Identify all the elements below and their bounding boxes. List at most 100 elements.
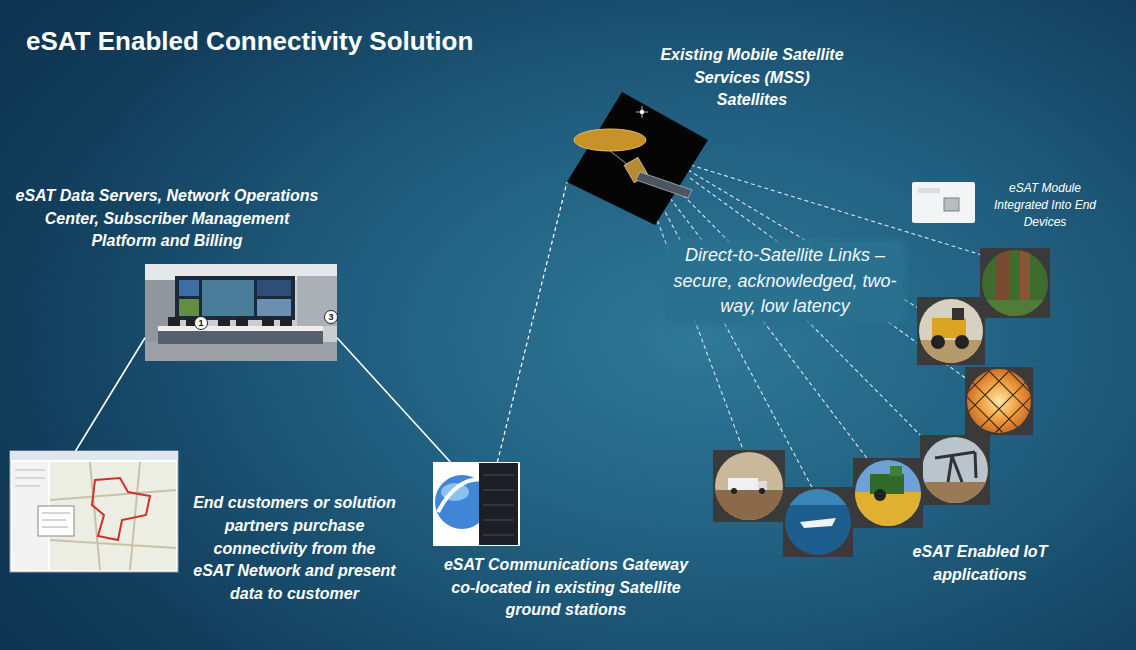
operations-center-photo-part bbox=[175, 276, 295, 320]
pump-jack-picture-part-part bbox=[920, 482, 990, 505]
gateway-node: eSAT Communications Gateway co-located i… bbox=[433, 462, 520, 546]
loader-picture-part-part bbox=[955, 335, 969, 349]
slide-title: eSAT Enabled Connectivity Solution bbox=[26, 24, 586, 58]
operations-center-photo-part bbox=[145, 264, 337, 361]
loader-picture bbox=[917, 297, 985, 365]
tracking-map-screenshot-part bbox=[42, 520, 66, 521]
connector-line bbox=[76, 338, 145, 451]
harvester-picture-part-part bbox=[853, 492, 923, 528]
tracking-map-screenshot-part bbox=[42, 513, 70, 514]
callout-number: 1 bbox=[195, 317, 207, 329]
tracking-map-screenshot bbox=[10, 451, 178, 572]
operations-center-photo-part bbox=[195, 317, 208, 330]
pump-jack-picture-part bbox=[920, 435, 990, 505]
tree-picture-part-part bbox=[980, 300, 1050, 320]
harvester-picture-part-part bbox=[870, 474, 904, 494]
operations-center-photo-part bbox=[179, 280, 199, 296]
truck-picture-part bbox=[713, 450, 785, 522]
boat-picture-part-part bbox=[800, 518, 836, 528]
boat-picture-part-part bbox=[783, 487, 853, 505]
satellite-link-lines-part bbox=[670, 198, 872, 465]
loader-picture-part-part bbox=[917, 297, 985, 365]
truck-picture-part-part bbox=[713, 450, 785, 522]
truck-picture-part bbox=[713, 450, 785, 522]
esat-module-picture-part bbox=[944, 198, 959, 211]
truck-picture-part-part bbox=[713, 490, 785, 522]
gateway-server-icon-part bbox=[483, 490, 514, 491]
gateway-server-icon-part bbox=[433, 462, 520, 546]
node-caption-wrap: End customers or solution partners purch… bbox=[192, 492, 397, 606]
operations-center-photo-part bbox=[202, 280, 254, 316]
loader-picture-part bbox=[917, 297, 985, 365]
esat-module-picture-part bbox=[918, 188, 940, 193]
node-caption-wrap: Existing Mobile Satellite Services (MSS)… bbox=[657, 44, 847, 112]
boat-picture-part-part bbox=[783, 487, 853, 557]
operations-center-photo-part bbox=[262, 317, 274, 326]
tracking-map-screenshot-part bbox=[10, 451, 178, 460]
gateway-server-icon-part bbox=[479, 463, 518, 545]
loader-picture-part-part bbox=[931, 335, 945, 349]
gateway-server-icon-part bbox=[483, 520, 514, 521]
tracking-map-screenshot-part bbox=[15, 478, 45, 479]
operations-center-photo-part bbox=[325, 311, 338, 324]
operations-center-node: eSAT Data Servers, Network Operations Ce… bbox=[145, 264, 337, 361]
operations-center-photo-part bbox=[236, 317, 248, 326]
fence-picture bbox=[965, 367, 1033, 443]
node-caption-wrap: eSAT Communications Gateway co-located i… bbox=[441, 554, 691, 622]
pump-jack-picture-part-part bbox=[935, 452, 976, 482]
tracking-map-screenshot-part bbox=[38, 506, 74, 536]
gateway-server-icon bbox=[433, 462, 520, 546]
truck-picture-part-part bbox=[759, 488, 765, 494]
satellite-picture-part bbox=[567, 92, 708, 225]
tracking-map-screenshot-part bbox=[15, 486, 40, 487]
harvester-picture-part bbox=[853, 458, 923, 528]
operations-center-photo-part bbox=[158, 326, 323, 331]
operations-center-photo-part bbox=[145, 342, 337, 361]
satellite-picture-part bbox=[642, 106, 643, 118]
operations-center-photo-part bbox=[179, 299, 199, 316]
gateway-server-icon-part bbox=[483, 535, 514, 536]
loader-picture-part-part bbox=[932, 318, 966, 338]
pump-jack-picture-part bbox=[920, 435, 990, 505]
fence-picture-part bbox=[965, 367, 1033, 443]
module-node: eSAT Module Integrated Into End Devices bbox=[912, 182, 975, 223]
operations-center-photo bbox=[145, 264, 338, 361]
gateway-server-icon-part bbox=[483, 505, 514, 506]
node-caption: End customers or solution partners purch… bbox=[192, 492, 397, 606]
satellite-link-line bbox=[497, 182, 567, 462]
node-caption-wrap: eSAT Data Servers, Network Operations Ce… bbox=[12, 185, 322, 253]
callout-number: 3 bbox=[325, 311, 337, 323]
group-caption: eSAT Enabled IoT applications bbox=[900, 541, 1060, 586]
fence-picture-part-part bbox=[965, 367, 1033, 435]
satellite-picture-part bbox=[636, 172, 692, 198]
fence-picture-part bbox=[965, 367, 1033, 435]
esat-module-picture-part bbox=[912, 182, 975, 223]
tracking-map-screenshot-part bbox=[92, 478, 150, 540]
pump-jack-picture bbox=[920, 435, 990, 505]
node-caption: Existing Mobile Satellite Services (MSS)… bbox=[657, 44, 847, 112]
customer-map-node: End customers or solution partners purch… bbox=[10, 451, 178, 572]
harvester-picture-part-part bbox=[874, 489, 886, 501]
satellite-picture bbox=[567, 92, 708, 225]
operations-center-photo-part bbox=[297, 276, 337, 326]
link-description: Direct-to-Satellite Links – secure, ackn… bbox=[668, 243, 902, 320]
fence-picture-part-part bbox=[965, 367, 1033, 443]
esat-module-picture bbox=[912, 182, 975, 223]
operations-center-photo-part bbox=[218, 317, 230, 326]
satellite-node: Existing Mobile Satellite Services (MSS)… bbox=[567, 92, 708, 225]
loader-picture-part bbox=[917, 297, 985, 365]
boat-picture-part bbox=[783, 487, 853, 557]
slide-title-wrap: eSAT Enabled Connectivity Solution bbox=[26, 24, 586, 58]
boat-picture-part bbox=[783, 487, 853, 557]
truck-picture-part-part bbox=[731, 488, 737, 494]
link-description-wrap: Direct-to-Satellite Links – secure, ackn… bbox=[668, 243, 902, 320]
loader-picture-part-part bbox=[952, 308, 964, 320]
operations-center-photo-part bbox=[280, 317, 292, 326]
satellite-picture-part bbox=[574, 129, 646, 151]
operations-center-photo-part bbox=[257, 299, 291, 316]
node-caption: eSAT Module Integrated Into End Devices bbox=[981, 180, 1109, 231]
operations-center-photo-part bbox=[257, 280, 291, 296]
node-caption-wrap: eSAT Module Integrated Into End Devices bbox=[981, 180, 1109, 231]
